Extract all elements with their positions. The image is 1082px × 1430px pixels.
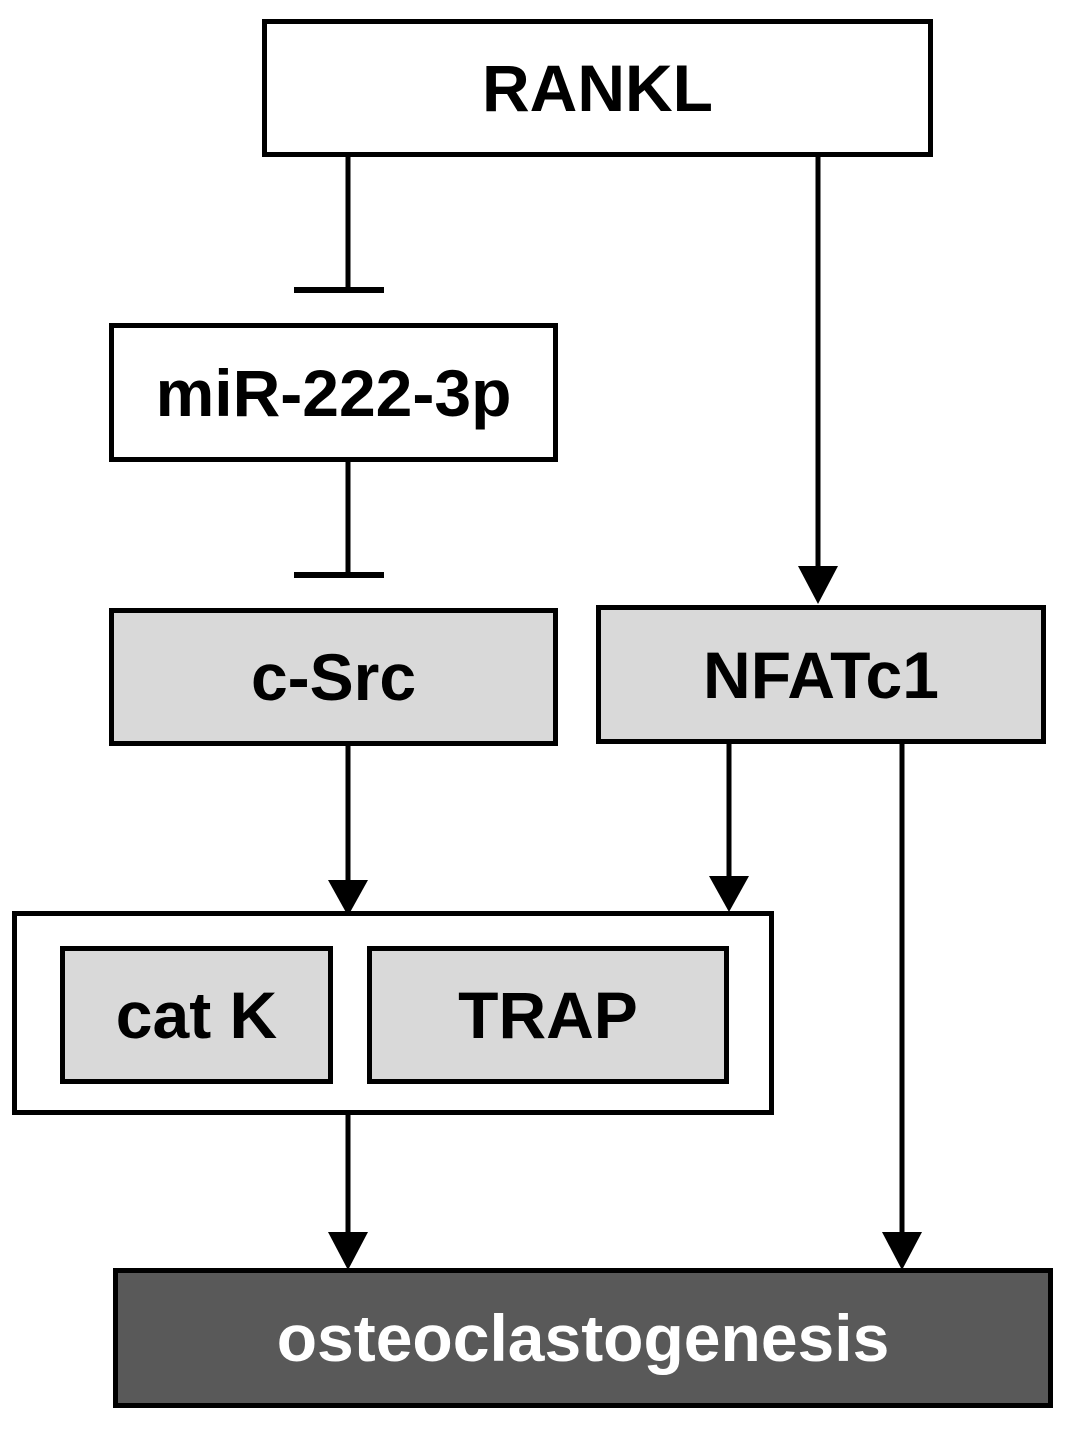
- node-cat-k: cat K: [60, 946, 333, 1084]
- node-rankl-label: RANKL: [482, 51, 713, 125]
- node-mir-222-3p-label: miR-222-3p: [155, 355, 512, 430]
- node-mir-222-3p: miR-222-3p: [109, 323, 558, 462]
- edge-nfatc1-osteo-arrowhead: [882, 1232, 922, 1270]
- node-trap-label: TRAP: [458, 978, 638, 1052]
- node-rankl: RANKL: [262, 19, 933, 157]
- node-nfatc1-label: NFATc1: [703, 637, 939, 712]
- node-c-src-label: c-Src: [250, 640, 417, 714]
- edge-csrc-targets-arrowhead: [328, 880, 368, 916]
- edge-rankl-nfatc1-arrowhead: [798, 566, 838, 604]
- edge-nfatc1-targets-arrowhead: [709, 876, 749, 912]
- node-trap: TRAP: [367, 946, 729, 1084]
- node-cat-k-label: cat K: [115, 978, 278, 1052]
- edge-targets-osteo-arrowhead: [328, 1232, 368, 1270]
- node-c-src: c-Src: [109, 608, 558, 746]
- node-osteoclastogenesis: osteoclastogenesis: [113, 1268, 1053, 1408]
- node-osteoclastogenesis-label: osteoclastogenesis: [276, 1301, 890, 1375]
- node-nfatc1: NFATc1: [596, 605, 1046, 744]
